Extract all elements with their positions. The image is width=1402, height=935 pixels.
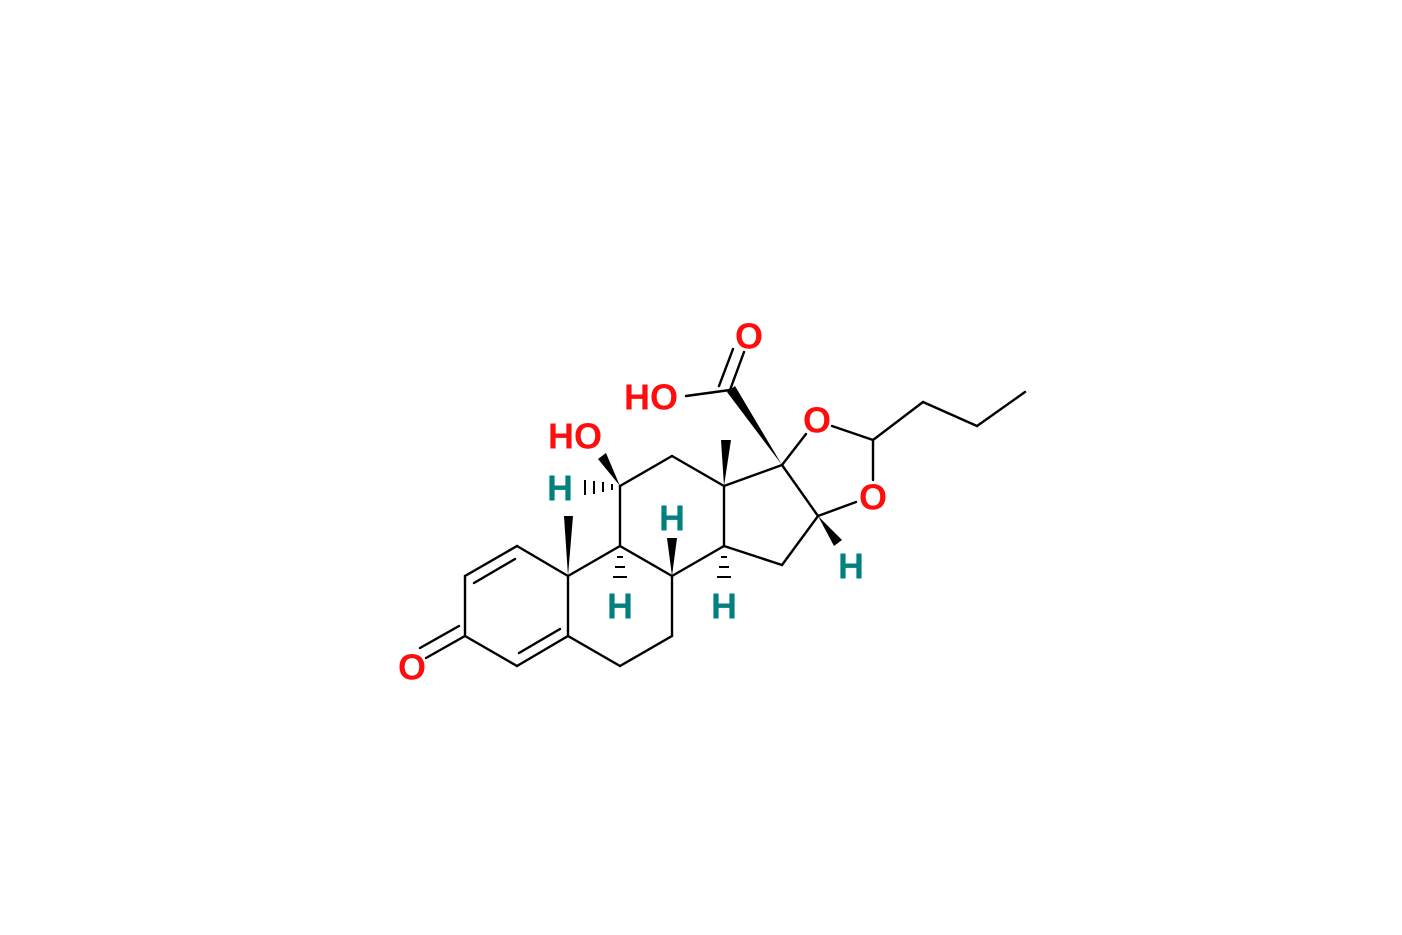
dioxolane-oxygen-2-label: O: [859, 477, 887, 518]
hash-bonds: [584, 480, 731, 578]
hydrogen-16-label: H: [838, 546, 864, 587]
hydrogen-11-label: H: [547, 468, 573, 509]
acid-hydroxyl-label: HO: [624, 377, 678, 418]
hydroxyl-label: HO: [548, 416, 602, 457]
dioxolane-oxygen-1-label: O: [803, 400, 831, 441]
ketone-oxygen-label: O: [398, 647, 426, 688]
hydrogen-14-label: H: [711, 586, 737, 627]
acid-carbonyl-oxygen-label: O: [735, 316, 763, 357]
hydrogen-9-label: H: [607, 586, 633, 627]
hydrogen-8-label: H: [659, 498, 685, 539]
bonds: [418, 347, 1027, 668]
wedge-bonds: [564, 386, 842, 576]
atom-labels: O HO HO O O O H H H H H: [398, 316, 887, 688]
